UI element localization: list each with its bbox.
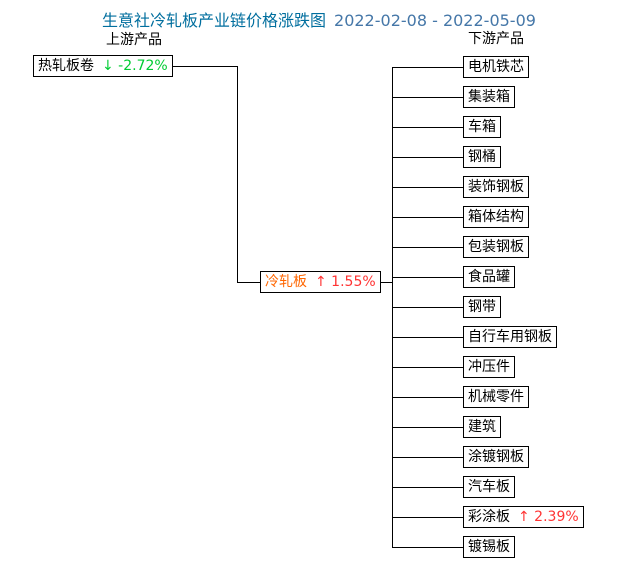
upstream-node[interactable]: 热轧板卷 ↓ -2.72% bbox=[33, 55, 173, 77]
node-label: 箱体结构 bbox=[468, 209, 524, 225]
downstream-node[interactable]: 集装箱 bbox=[463, 86, 515, 108]
page-title: 生意社冷轧板产业链价格涨跌图 2022-02-08 - 2022-05-09 bbox=[102, 7, 536, 31]
node-label: 车箱 bbox=[468, 119, 496, 135]
downstream-node[interactable]: 食品罐 bbox=[463, 266, 515, 288]
node-label: 镀锡板 bbox=[468, 539, 510, 555]
branch-line bbox=[392, 457, 466, 458]
downstream-node[interactable]: 钢带 bbox=[463, 296, 501, 318]
branch-line bbox=[392, 517, 466, 518]
downstream-section-label: 下游产品 bbox=[468, 31, 524, 47]
branch-line bbox=[392, 337, 466, 338]
node-label: 涂镀钢板 bbox=[468, 449, 524, 465]
branch-line bbox=[392, 277, 466, 278]
branch-line bbox=[392, 157, 466, 158]
branch-line bbox=[392, 67, 466, 68]
node-label: 食品罐 bbox=[468, 269, 510, 285]
downstream-node[interactable]: 车箱 bbox=[463, 116, 501, 138]
downstream-node[interactable]: 装饰钢板 bbox=[463, 176, 529, 198]
downstream-node[interactable]: 机械零件 bbox=[463, 386, 529, 408]
branch-line bbox=[392, 97, 466, 98]
title-date-range: 2022-02-08 - 2022-05-09 bbox=[334, 11, 536, 30]
downstream-node[interactable]: 箱体结构 bbox=[463, 206, 529, 228]
node-label: 彩涂板 bbox=[468, 509, 510, 525]
node-label: 钢桶 bbox=[468, 149, 496, 165]
branch-line bbox=[392, 397, 466, 398]
node-change-down: ↓ -2.72% bbox=[102, 58, 168, 74]
node-label: 机械零件 bbox=[468, 389, 524, 405]
node-label: 冲压件 bbox=[468, 359, 510, 375]
connector-line bbox=[237, 66, 238, 283]
node-label: 电机铁芯 bbox=[468, 59, 524, 75]
downstream-node[interactable]: 包装钢板 bbox=[463, 236, 529, 258]
downstream-node[interactable]: 电机铁芯 bbox=[463, 56, 529, 78]
node-label: 集装箱 bbox=[468, 89, 510, 105]
downstream-node[interactable]: 冲压件 bbox=[463, 356, 515, 378]
branch-line bbox=[392, 307, 466, 308]
downstream-node[interactable]: 涂镀钢板 bbox=[463, 446, 529, 468]
node-change-up: ↑ 2.39% bbox=[518, 509, 579, 525]
node-label: 包装钢板 bbox=[468, 239, 524, 255]
downstream-node[interactable]: 钢桶 bbox=[463, 146, 501, 168]
node-label: 冷轧板 bbox=[265, 274, 307, 290]
downstream-node[interactable]: 彩涂板 ↑ 2.39% bbox=[463, 506, 584, 528]
branch-line bbox=[392, 247, 466, 248]
node-change-up: ↑ 1.55% bbox=[315, 274, 376, 290]
connector-line bbox=[155, 66, 238, 67]
branch-line bbox=[392, 217, 466, 218]
downstream-node[interactable]: 汽车板 bbox=[463, 476, 515, 498]
node-label: 热轧板卷 bbox=[38, 58, 94, 74]
node-label: 汽车板 bbox=[468, 479, 510, 495]
node-label: 钢带 bbox=[468, 299, 496, 315]
node-label: 装饰钢板 bbox=[468, 179, 524, 195]
branch-line bbox=[392, 547, 466, 548]
downstream-node[interactable]: 镀锡板 bbox=[463, 536, 515, 558]
node-label: 自行车用钢板 bbox=[468, 329, 552, 345]
mid-node[interactable]: 冷轧板 ↑ 1.55% bbox=[260, 271, 381, 293]
upstream-section-label: 上游产品 bbox=[106, 32, 162, 48]
downstream-node[interactable]: 建筑 bbox=[463, 416, 501, 438]
node-label: 建筑 bbox=[468, 419, 496, 435]
branch-line bbox=[392, 487, 466, 488]
branch-line bbox=[392, 427, 466, 428]
branch-line bbox=[392, 187, 466, 188]
branch-line bbox=[392, 367, 466, 368]
branch-line bbox=[392, 127, 466, 128]
downstream-node[interactable]: 自行车用钢板 bbox=[463, 326, 557, 348]
title-text: 生意社冷轧板产业链价格涨跌图 bbox=[102, 11, 327, 30]
